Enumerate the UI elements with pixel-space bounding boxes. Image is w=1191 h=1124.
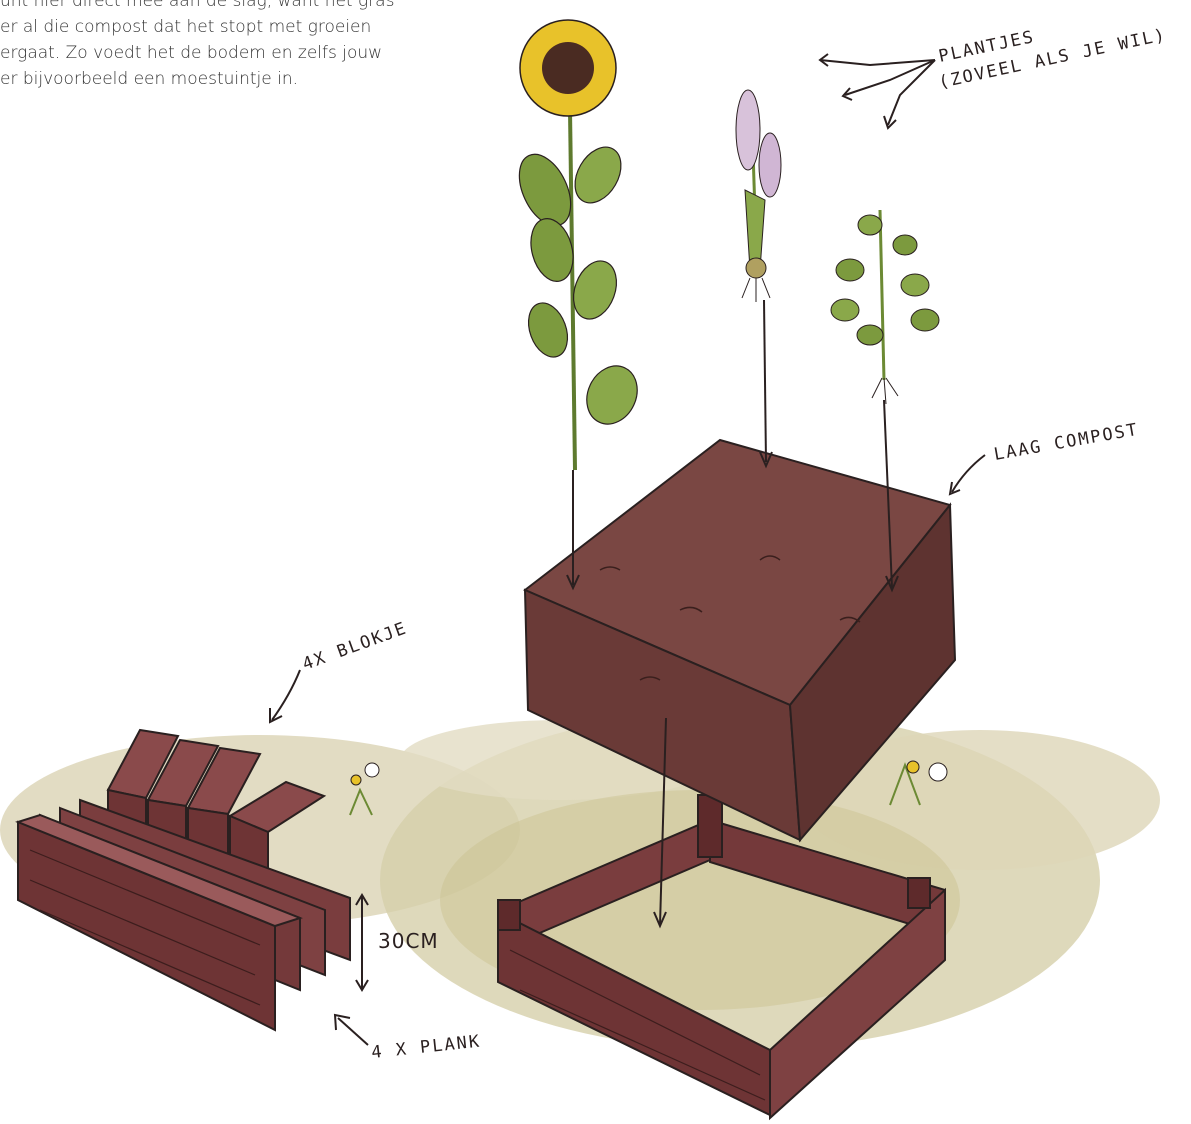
label-blokje: 4X BLOKJE (300, 618, 410, 674)
leafy-plant (831, 210, 939, 404)
label-plank: 4 X PLANK (370, 1032, 482, 1063)
sunflower-plant (509, 20, 646, 470)
label-30cm: 30CM (378, 929, 439, 953)
flower-bulb-plant (736, 90, 781, 302)
label-laag-compost: LAAG COMPOST (992, 420, 1140, 465)
